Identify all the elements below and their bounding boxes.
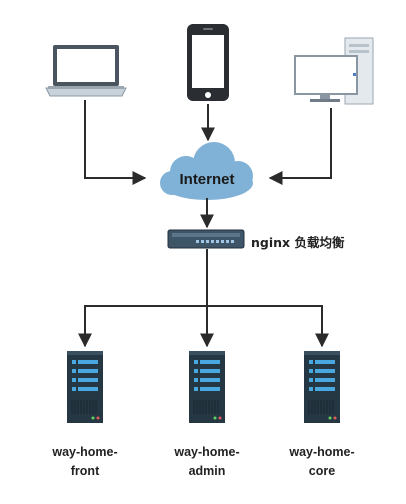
internet-cloud-icon: Internet <box>160 142 253 200</box>
server-label-front: way-home- front <box>52 445 118 478</box>
desktop-icon <box>294 37 374 105</box>
switch-icon <box>167 229 245 249</box>
laptop-to-internet-arrow <box>84 100 147 185</box>
laptop-icon <box>45 45 127 97</box>
internet-label: Internet <box>179 171 234 188</box>
load-balancer-label: nginx 负载均衡 <box>251 235 345 250</box>
server-label-admin: way-home- admin <box>174 445 240 478</box>
desktop-to-internet-arrow <box>268 108 332 185</box>
server-icon-admin <box>189 351 225 423</box>
server-icon-front <box>67 351 103 423</box>
server-icon-core <box>304 351 340 423</box>
server-label-core: way-home- core <box>289 445 355 478</box>
phone-icon <box>187 24 229 101</box>
